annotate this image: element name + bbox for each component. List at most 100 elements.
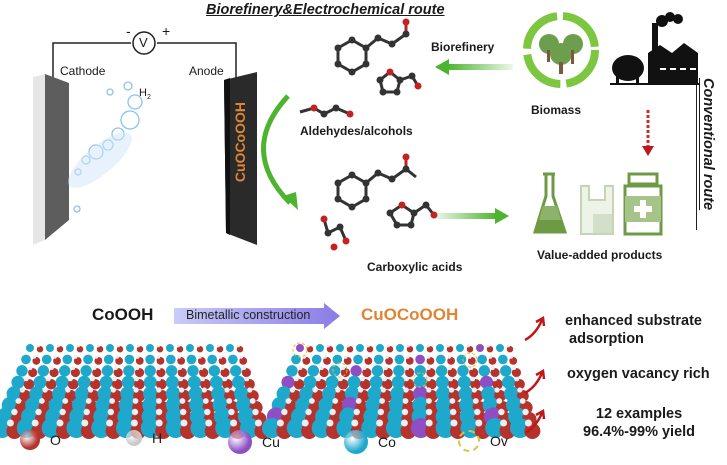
minus-sign: - (126, 23, 131, 39)
h-atom (509, 355, 513, 359)
o-atom (218, 357, 227, 365)
co-atom (228, 354, 238, 365)
h-atom (401, 408, 409, 416)
legend-label: O (50, 432, 61, 448)
o-atom (112, 379, 123, 390)
h-atom (97, 344, 100, 348)
co-atom (376, 344, 384, 352)
h-atom (400, 419, 408, 427)
anode-plate (224, 72, 257, 245)
h-atom (360, 376, 365, 382)
co-atom (186, 354, 197, 365)
h-atom (448, 376, 454, 382)
h-atom (156, 355, 161, 359)
h-atom (326, 419, 334, 427)
co-atom (143, 386, 158, 402)
co-atom (46, 344, 54, 352)
h-atom (449, 398, 456, 404)
h-atom (490, 366, 495, 370)
o-atom (239, 357, 248, 365)
h-atom (406, 355, 410, 359)
h-atom (380, 387, 386, 393)
h-atom (134, 376, 139, 382)
h-atom (512, 366, 517, 370)
o-atom (220, 368, 230, 378)
h-atom (426, 387, 432, 393)
h-atom (117, 344, 120, 348)
co-atom (435, 365, 448, 377)
h-atom (448, 366, 452, 370)
o-atom (447, 368, 457, 378)
h-atom (500, 419, 508, 427)
feature-line: enhanced substrate (565, 313, 702, 329)
h-atom (344, 355, 348, 359)
co-atom (456, 344, 464, 352)
h-atom (222, 376, 228, 382)
h-atom (487, 344, 490, 348)
h-atom (24, 376, 29, 382)
h-atom (519, 398, 526, 404)
biomass-icon (523, 12, 599, 88)
h-atom (157, 344, 160, 348)
cu-atom-swatch (228, 430, 252, 454)
h-atom (180, 408, 187, 416)
cathode-plate-side (45, 74, 69, 240)
co-atom (143, 375, 157, 389)
co-atom (303, 375, 317, 389)
o-atom (135, 357, 144, 365)
reactant-molecules (299, 18, 422, 118)
legend-item-cu: Cu (228, 430, 280, 454)
h-atom (387, 344, 390, 348)
h-atom (447, 355, 451, 359)
legend-item-co: Co (344, 430, 396, 454)
o-atom (312, 390, 325, 402)
o-atom (514, 379, 525, 390)
co-atom (336, 344, 344, 352)
co-atom (226, 344, 234, 352)
cu-atom (281, 375, 295, 389)
h-atom (294, 376, 299, 382)
anode-reaction-arrow (261, 94, 292, 205)
o-atom (67, 379, 79, 390)
h-atom (308, 398, 315, 404)
h-atom (242, 366, 247, 370)
h-atom (230, 419, 238, 427)
anode-material-label: CuOCoOOH (232, 102, 248, 183)
co-atom (356, 344, 364, 352)
h-atom (42, 387, 48, 393)
o-atom (28, 368, 38, 378)
co-atom (500, 365, 512, 377)
red-up-arrow-icon (524, 315, 546, 342)
o-atom (116, 346, 124, 353)
h-atom (177, 355, 181, 359)
route-title: Biorefinery&Electrochemical route (206, 2, 445, 18)
h-atom (327, 344, 330, 348)
co-atom (390, 386, 406, 402)
co-atom (186, 344, 194, 352)
legend-label: Co (378, 434, 396, 450)
h-atom (53, 355, 57, 359)
co-atom (41, 354, 52, 365)
h-atom (19, 387, 25, 393)
medicine-bottle-icon (623, 172, 663, 236)
h-atom (130, 419, 138, 427)
h-atom (338, 376, 343, 382)
h-atom (427, 344, 430, 348)
cu-atom (476, 344, 484, 352)
o-atom (178, 379, 189, 390)
bimetallic-arrow: Bimetallic construction (174, 303, 340, 329)
h-atom (132, 398, 139, 404)
cu-atom (479, 375, 494, 389)
o-atom (56, 346, 64, 353)
co-atom (478, 365, 491, 377)
o-atom (76, 346, 84, 353)
h-atom (107, 408, 115, 416)
co-atom (347, 375, 361, 389)
o-atom (340, 368, 350, 378)
o-atom (446, 346, 454, 353)
h-atom (59, 408, 66, 416)
h-atom (237, 344, 240, 348)
o-atom (176, 346, 184, 353)
o-atom (466, 346, 474, 353)
